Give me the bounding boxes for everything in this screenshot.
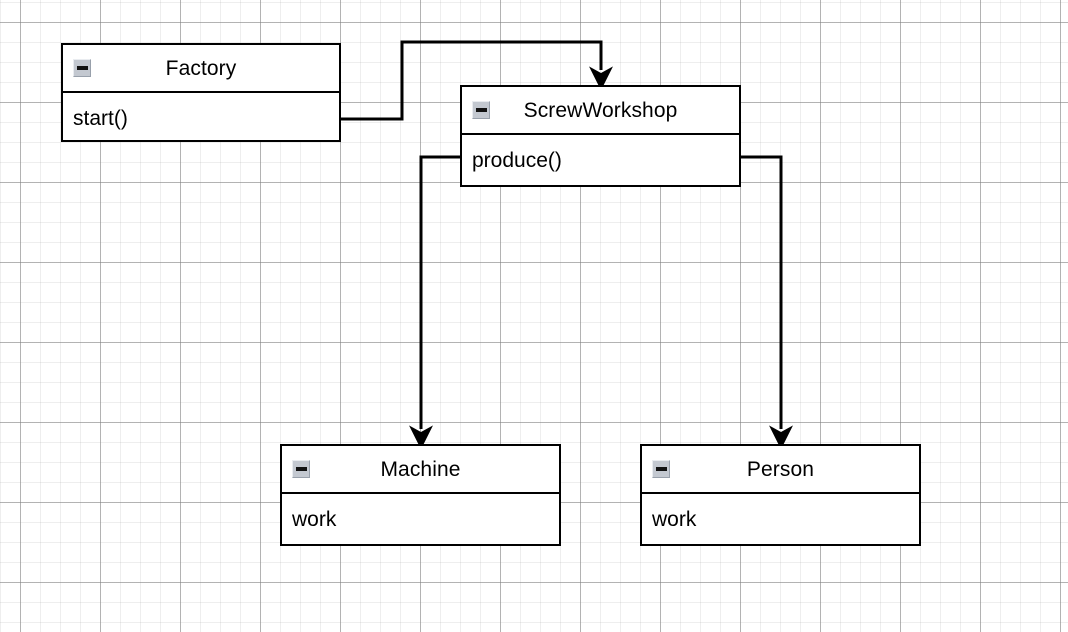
uml-class-members: produce() (462, 135, 739, 185)
uml-member: produce() (472, 148, 562, 172)
connector-factory-to-screwworkshop[interactable] (341, 40, 613, 121)
uml-class-members: start() (63, 93, 339, 143)
collapse-minus-icon[interactable] (472, 101, 490, 119)
uml-class-name: Machine (380, 457, 461, 481)
uml-class-name: Person (746, 457, 815, 481)
minus-bar (295, 467, 307, 471)
uml-class-name: Factory (165, 56, 237, 80)
uml-class-header: Person (642, 446, 919, 494)
connector-screwworkshop-to-person[interactable] (741, 155, 793, 450)
uml-class-header: Factory (63, 45, 339, 93)
minus-bar (475, 108, 487, 112)
collapse-minus-icon[interactable] (292, 460, 310, 478)
minus-bar (76, 66, 88, 70)
uml-member: start() (73, 106, 128, 130)
uml-member: work (652, 507, 697, 531)
uml-class-header: ScrewWorkshop (462, 87, 739, 135)
uml-class-members: work (642, 494, 919, 544)
uml-class-factory[interactable]: Factory start() (61, 43, 341, 142)
uml-class-screwworkshop[interactable]: ScrewWorkshop produce() (460, 85, 741, 187)
minus-bar (655, 467, 667, 471)
connector-screwworkshop-to-machine[interactable] (409, 155, 460, 450)
uml-class-header: Machine (282, 446, 559, 494)
uml-member: work (292, 507, 337, 531)
collapse-minus-icon[interactable] (73, 59, 91, 77)
collapse-minus-icon[interactable] (652, 460, 670, 478)
uml-class-members: work (282, 494, 559, 544)
uml-class-person[interactable]: Person work (640, 444, 921, 546)
uml-class-name: ScrewWorkshop (523, 98, 678, 122)
uml-class-machine[interactable]: Machine work (280, 444, 561, 546)
